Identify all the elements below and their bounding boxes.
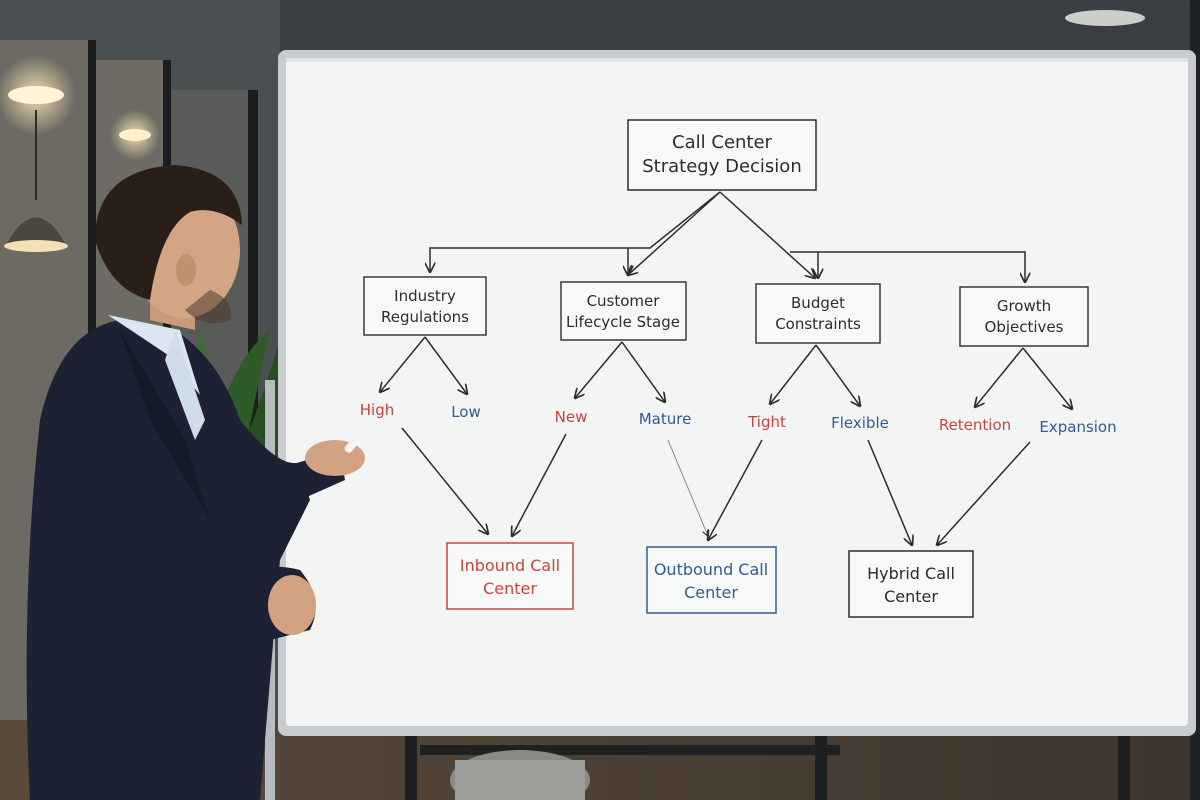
connector [867,439,912,545]
option-labels: High Low New Mature Tight Flexible Reten… [360,401,1117,436]
connector [815,344,860,406]
connector [719,191,815,278]
factor-label: Budget [791,294,845,312]
connector [937,441,1031,545]
option-label: Retention [939,416,1011,434]
connector [770,344,817,404]
connector [401,427,488,534]
connector [1022,347,1072,409]
factor-label: Growth [997,297,1051,315]
factor-label: Constraints [775,315,861,333]
connector [667,439,708,536]
factor-label: Lifecycle Stage [566,313,680,331]
pendant-lamps [0,10,1145,252]
outcome-label: Outbound Call [654,560,768,579]
outcome-label: Inbound Call [460,556,560,575]
root-line-1: Call Center [672,132,773,153]
connector [621,341,665,402]
root-line-2: Strategy Decision [642,156,801,177]
outcome-label: Hybrid Call [867,564,955,583]
outcome-label: Center [684,583,738,602]
connector [708,439,763,540]
option-label: Tight [747,413,786,431]
outcome-node-hybrid: Hybrid Call Center [848,550,974,618]
option-label: Expansion [1039,418,1116,436]
factor-node-budget: Budget Constraints [755,283,881,344]
connector [790,251,1025,282]
option-label: High [360,401,394,419]
factor-label: Customer [587,292,661,310]
outcome-label: Center [483,579,537,598]
connector [512,433,567,536]
option-label: New [555,408,588,426]
outcome-node-inbound: Inbound Call Center [446,542,574,610]
presenter [26,165,368,800]
factor-node-customer: Customer Lifecycle Stage [560,281,687,341]
factor-label: Industry [394,287,456,305]
diagram-connectors [380,191,1072,545]
factor-label: Objectives [985,318,1064,336]
connector [975,347,1024,407]
outcome-label: Center [884,587,938,606]
factor-label: Regulations [381,308,469,326]
option-label: Flexible [831,414,889,432]
root-node: Call Center Strategy Decision [627,119,817,191]
connector [380,336,426,392]
connector [628,191,721,275]
option-label: Low [451,403,481,421]
outcome-node-outbound: Outbound Call Center [646,546,777,614]
factor-node-growth: Growth Objectives [959,286,1089,347]
connector [430,191,721,272]
connector [424,336,467,394]
factor-node-industry: Industry Regulations [363,276,487,336]
option-label: Mature [639,410,692,428]
connector [575,341,623,398]
